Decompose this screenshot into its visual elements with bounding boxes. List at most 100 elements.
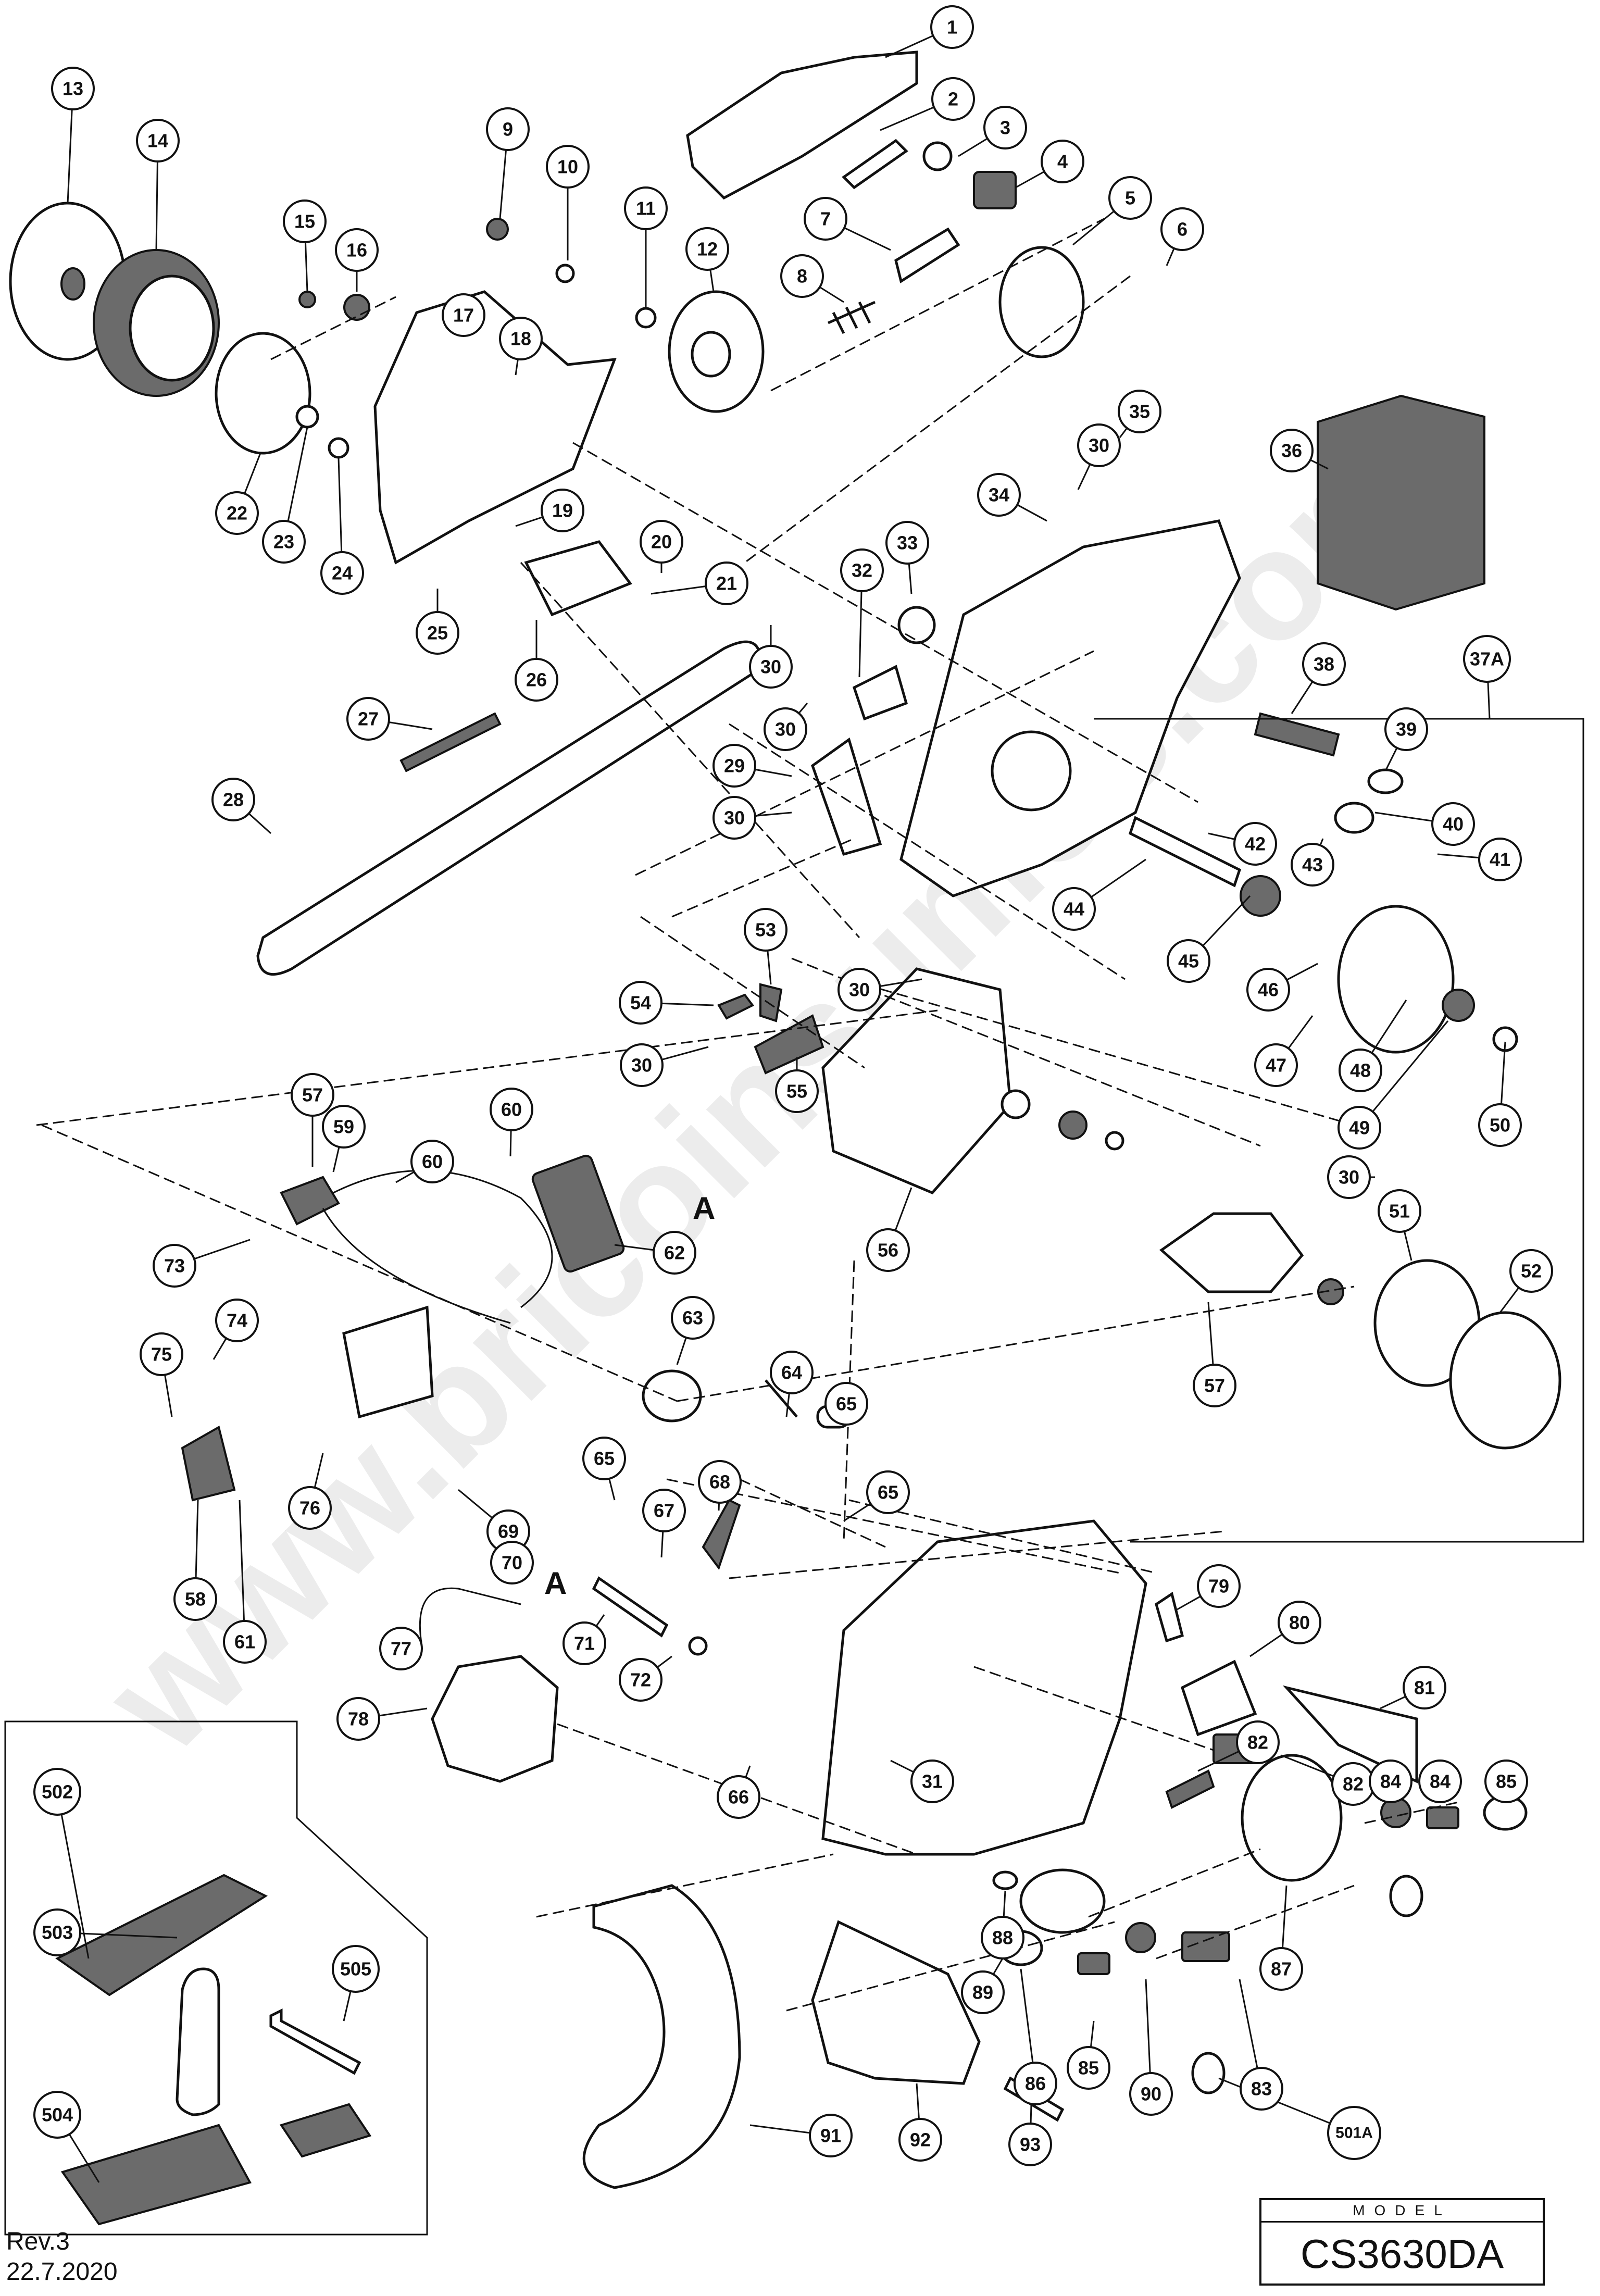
callout-number: 65	[836, 1393, 857, 1415]
callout-11: 11	[624, 186, 668, 230]
assembly-dashed-lines	[36, 218, 1459, 2012]
callout-number: 55	[786, 1081, 807, 1102]
callout-20: 20	[640, 520, 683, 564]
callout-circle	[1254, 1043, 1298, 1087]
callout-505: 505	[332, 1945, 380, 1993]
callout-number: 61	[234, 1631, 255, 1653]
callout-number: 19	[552, 500, 573, 521]
callout-circle	[642, 1489, 686, 1532]
callout-circle	[744, 908, 788, 952]
callout-number: 30	[760, 656, 781, 678]
callout-circle	[262, 520, 306, 564]
callout-number: 27	[358, 708, 379, 730]
callout-26: 26	[515, 658, 558, 702]
callout-leader-502	[56, 1791, 90, 1959]
callout-63: 63	[671, 1296, 715, 1340]
callout-86: 86	[1014, 2062, 1057, 2105]
callout-circle	[442, 293, 485, 337]
callout-circle	[885, 521, 929, 565]
callout-number: 42	[1245, 833, 1266, 855]
callout-number: 22	[227, 503, 247, 524]
callout-number: 16	[346, 240, 367, 261]
callout-number: 26	[526, 669, 547, 691]
callout-23: 23	[262, 520, 306, 564]
callout-28: 28	[211, 778, 255, 821]
callout-circle	[1478, 1103, 1522, 1147]
callout-number: 30	[1339, 1167, 1359, 1188]
callout-number: 71	[574, 1633, 595, 1654]
callout-number: 57	[1204, 1375, 1225, 1396]
callout-number: 75	[151, 1344, 172, 1365]
callout-37A: 37A	[1463, 635, 1511, 683]
callout-number: 35	[1129, 401, 1150, 422]
callout-circle	[173, 1577, 217, 1621]
callout-number: 2	[948, 89, 958, 110]
callout-number: 23	[273, 531, 294, 553]
callout-circle	[1484, 1760, 1528, 1803]
callout-circle	[1236, 1720, 1280, 1764]
callout-number: 20	[651, 531, 672, 553]
callout-circle	[322, 1105, 366, 1149]
callout-circle	[640, 520, 683, 564]
callout-number: 91	[820, 2125, 841, 2147]
callout-circle	[33, 2091, 81, 2139]
callout-22: 22	[215, 491, 259, 535]
callout-circle	[1233, 822, 1277, 866]
accessory-box	[4, 1720, 428, 2236]
callout-69: 69	[486, 1509, 530, 1553]
callout-30: 30	[838, 968, 881, 1012]
callout-number: 90	[1141, 2083, 1161, 2105]
callout-circle	[211, 778, 255, 821]
callout-83: 83	[1240, 2067, 1283, 2111]
callout-number: 6	[1177, 219, 1188, 240]
callout-58: 58	[173, 1577, 217, 1621]
callout-24: 24	[320, 551, 364, 595]
callout-circle	[931, 77, 975, 121]
callout-number: 57	[302, 1084, 323, 1106]
callout-85: 85	[1484, 1760, 1528, 1803]
callout-84: 84	[1418, 1760, 1462, 1803]
callout-number: 53	[755, 919, 776, 941]
callout-70: 70	[490, 1541, 534, 1584]
callout-circle	[1077, 423, 1121, 467]
callout-circle	[1478, 838, 1522, 881]
callout-91: 91	[809, 2114, 853, 2157]
callout-number: 8	[797, 266, 807, 287]
callout-number: 38	[1314, 654, 1334, 675]
callout-6: 6	[1160, 207, 1204, 251]
callout-number: 84	[1430, 1771, 1451, 1792]
callout-30: 30	[1077, 423, 1121, 467]
callout-number: 93	[1020, 2134, 1041, 2155]
callout-circle	[910, 1760, 954, 1803]
callout-circle	[1327, 1155, 1371, 1199]
callout-79: 79	[1197, 1564, 1241, 1608]
callout-number: 12	[697, 239, 718, 260]
callout-13: 13	[51, 67, 95, 110]
callout-503: 503	[33, 1908, 81, 1956]
callout-56: 56	[866, 1228, 910, 1272]
callout-61: 61	[223, 1620, 267, 1664]
callout-60: 60	[490, 1088, 533, 1131]
callout-34: 34	[977, 473, 1021, 517]
callout-number: 9	[503, 119, 513, 140]
callout-93: 93	[1008, 2123, 1052, 2166]
callout-circle	[1167, 939, 1210, 983]
callout-circle	[499, 317, 543, 360]
callout-number: 80	[1289, 1612, 1310, 1633]
callout-65: 65	[824, 1382, 868, 1426]
callout-number: 49	[1349, 1117, 1370, 1139]
callout-30: 30	[1327, 1155, 1371, 1199]
revision-label: Rev.3	[6, 2228, 70, 2255]
callout-number: 39	[1396, 719, 1417, 740]
callout-90: 90	[1129, 2072, 1173, 2116]
callout-number: 5	[1125, 188, 1135, 209]
callout-number: 10	[557, 156, 578, 178]
callout-circle	[1378, 1189, 1421, 1233]
callout-circle	[705, 561, 748, 605]
callout-number: 58	[185, 1589, 206, 1610]
callout-number: 44	[1064, 899, 1084, 920]
callout-circle	[1369, 1760, 1412, 1803]
callout-17: 17	[442, 293, 485, 337]
callout-circle	[1108, 176, 1152, 220]
